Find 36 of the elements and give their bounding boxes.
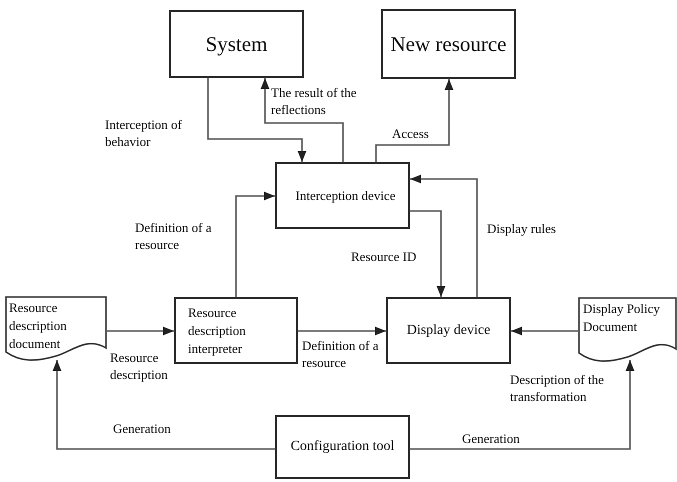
edge-label: Resource description: [110, 349, 169, 383]
process-box: [275, 415, 410, 479]
edge-label: Resource ID: [351, 248, 416, 265]
arrow: [52, 360, 275, 450]
arrow: [375, 79, 454, 162]
edge-label: The result of the reflections: [271, 84, 358, 118]
process-box: [386, 297, 511, 364]
process-box: [174, 297, 298, 364]
node-label: Interception device: [294, 186, 396, 204]
node-label: Display Policy Document: [583, 300, 661, 336]
arrow: [107, 326, 174, 336]
resource-box: [381, 9, 516, 79]
node-label: Configuration tool: [290, 438, 394, 456]
process-box: [275, 162, 410, 229]
node-label: Resource description document: [9, 299, 68, 353]
edge-label: Interception of behavior: [105, 116, 183, 150]
arrow: [298, 326, 386, 336]
edge-label: Access: [392, 125, 429, 142]
arrow: [410, 360, 634, 450]
edge-label: Description of the transformation: [510, 371, 605, 405]
node-label: Resource description interpreter: [187, 304, 247, 358]
edge-label: Generation: [462, 430, 520, 447]
arrow: [260, 78, 344, 162]
system-box: [169, 10, 304, 78]
arrow: [207, 78, 306, 162]
arrow: [235, 192, 275, 297]
arrow: [410, 210, 446, 297]
edge-label: Display rules: [487, 220, 556, 237]
node-label: Display device: [406, 322, 490, 340]
node-label: New resource: [390, 32, 507, 56]
edge-label: Definition of a resource: [135, 219, 213, 253]
node-label: System: [206, 32, 268, 56]
arrow: [511, 326, 578, 336]
edge-label: Generation: [113, 420, 171, 437]
edge-label: Definition of a resource: [302, 337, 380, 371]
arrow: [410, 174, 478, 297]
